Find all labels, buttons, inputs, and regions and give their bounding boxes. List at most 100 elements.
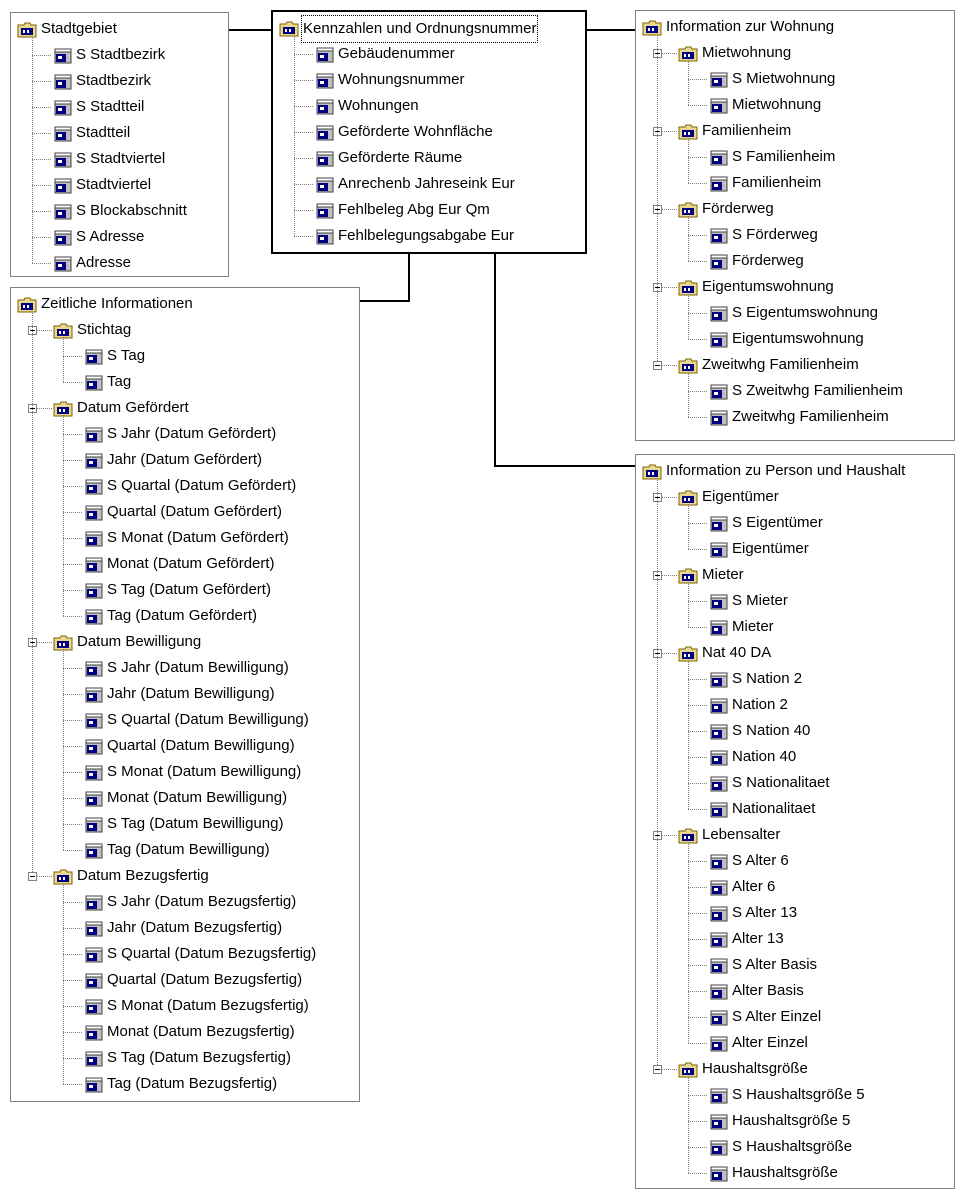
object-icon (85, 427, 103, 443)
class-zeitlich-group-1-label: Datum Gefördert (77, 399, 189, 416)
object-icon (710, 672, 728, 688)
tree-branch-line (32, 107, 51, 108)
tree-branch-line (32, 133, 51, 134)
object-icon (708, 1087, 728, 1104)
object-icon (708, 957, 728, 974)
object-icon (710, 958, 728, 974)
object-icon (85, 765, 103, 781)
tree-branch-line (688, 261, 707, 262)
class-folder-icon (53, 635, 73, 651)
class-folder-icon (642, 19, 662, 36)
object-stadtgebiet-4-label: S Stadtviertel (76, 150, 166, 167)
object-icon (83, 816, 103, 833)
object-icon (54, 74, 72, 90)
object-icon (83, 1024, 103, 1041)
object-wohnung-0-1-label: Mietwohnung (732, 96, 822, 113)
object-icon (708, 1035, 728, 1052)
object-zeitlich-1-4-label: S Monat (Datum Gefördert) (107, 529, 289, 546)
object-icon (710, 384, 728, 400)
tree-guide-line (294, 37, 295, 236)
tree-branch-line (63, 720, 82, 721)
tree-branch-line (63, 694, 82, 695)
object-zeitlich-2-0-label: S Jahr (Datum Bewilligung) (107, 659, 289, 676)
tree-branch-line (662, 131, 677, 132)
tree-branch-line (63, 356, 82, 357)
class-folder-icon (678, 1062, 698, 1078)
class-folder-icon (678, 646, 698, 662)
class-folder-icon (678, 357, 698, 374)
tree-branch-line (688, 965, 707, 966)
connector-kennzahlen-wohnung (587, 29, 635, 31)
object-icon (83, 504, 103, 521)
tree-guide-line (688, 372, 689, 417)
collapse-toggle-icon[interactable] (653, 1065, 662, 1074)
object-person-3-7-label: Alter Einzel (732, 1034, 808, 1051)
object-icon (710, 176, 728, 192)
class-folder-icon (642, 20, 662, 36)
tree-branch-line (662, 53, 677, 54)
object-stadtgebiet-8-label: Adresse (76, 254, 132, 271)
tree-branch-line (63, 382, 82, 383)
object-kennzahlen-4-label: Geförderte Räume (338, 149, 463, 166)
tree-branch-line (37, 642, 52, 643)
object-kennzahlen-1-label: Wohnungsnummer (338, 71, 465, 88)
tree-branch-line (688, 1095, 707, 1096)
class-folder-icon (678, 279, 698, 296)
tree-branch-line (662, 1069, 677, 1070)
object-zeitlich-1-2-label: S Quartal (Datum Gefördert) (107, 477, 297, 494)
object-icon (54, 204, 72, 220)
object-icon (710, 854, 728, 870)
tree-branch-line (63, 980, 82, 981)
object-icon (85, 349, 103, 365)
tree-branch-line (32, 81, 51, 82)
tree-branch-line (662, 209, 677, 210)
object-wohnung-2-1-label: Förderweg (732, 252, 804, 269)
tree-branch-line (37, 330, 52, 331)
object-icon (85, 817, 103, 833)
tree-branch-line (63, 668, 82, 669)
tree-guide-line (32, 38, 33, 263)
tree-guide-line (63, 415, 64, 616)
collapse-toggle-icon[interactable] (653, 361, 662, 370)
class-folder-icon (53, 869, 73, 885)
connector-kennzahlen-zeitlich-v (408, 254, 410, 302)
class-wohnung-group-2-label: Förderweg (702, 200, 774, 217)
class-wohnung-group-0-label: Mietwohnung (702, 44, 792, 61)
tree-branch-line (662, 497, 677, 498)
class-folder-icon (678, 201, 698, 218)
object-icon (710, 516, 728, 532)
class-folder-icon (678, 45, 698, 62)
tree-branch-line (37, 408, 52, 409)
object-icon (708, 227, 728, 244)
object-wohnung-3-0-label: S Eigentumswohnung (732, 304, 878, 321)
object-person-2-5-label: Nationalitaet (732, 800, 816, 817)
tree-guide-line (688, 1076, 689, 1173)
class-folder-icon (678, 123, 698, 140)
tree-branch-line (662, 287, 677, 288)
class-folder-icon (678, 567, 698, 584)
object-icon (708, 541, 728, 558)
object-icon (83, 842, 103, 859)
object-icon (85, 453, 103, 469)
connector-kennzahlen-person-v (494, 254, 496, 467)
object-icon (708, 593, 728, 610)
tree-branch-line (688, 523, 707, 524)
tree-branch-line (63, 928, 82, 929)
object-person-2-4-label: S Nationalitaet (732, 774, 830, 791)
tree-branch-line (688, 783, 707, 784)
object-icon (710, 620, 728, 636)
tree-branch-line (688, 1147, 707, 1148)
class-folder-icon (279, 20, 299, 37)
object-icon (54, 178, 72, 194)
object-icon (708, 983, 728, 1000)
object-icon (710, 750, 728, 766)
tree-branch-line (294, 54, 313, 55)
collapse-toggle-icon[interactable] (28, 872, 37, 881)
object-icon (708, 749, 728, 766)
object-wohnung-4-1-label: Zweitwhg Familienheim (732, 408, 889, 425)
object-icon (710, 1088, 728, 1104)
tree-branch-line (63, 954, 82, 955)
